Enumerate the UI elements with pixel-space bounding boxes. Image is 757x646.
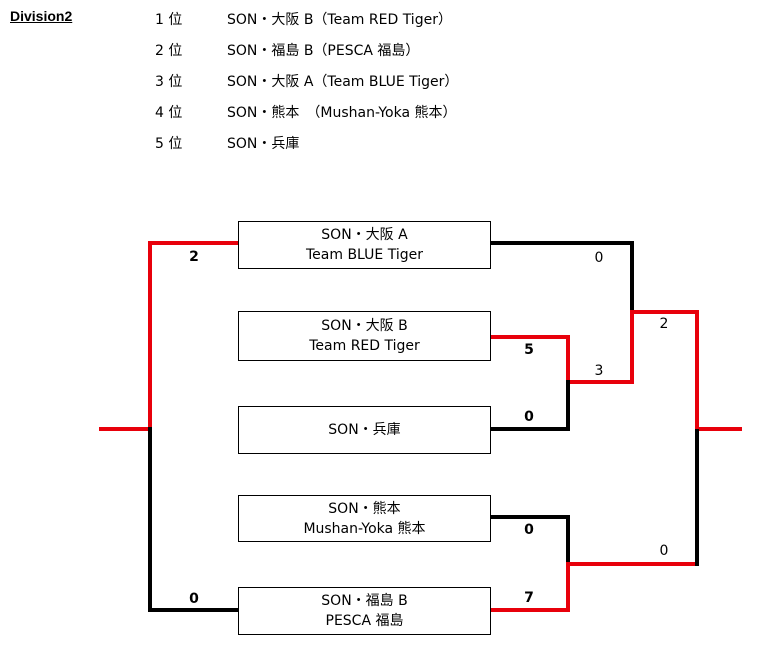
score-kumamoto-r1: 0	[524, 522, 534, 538]
rank-team: SON・大阪 A（Team BLUE Tiger）	[227, 74, 459, 90]
team-box-osaka-b: SON・大阪 B Team RED Tiger	[238, 311, 491, 361]
rank-number: 2 位	[155, 43, 183, 59]
score-final-osaka-a: 2	[189, 249, 199, 265]
bracket-line-hyogo	[488, 380, 570, 431]
team-name: SON・兵庫	[328, 422, 401, 438]
score-osaka-b-semi: 3	[594, 363, 604, 379]
bracket-line-osaka-a	[488, 241, 634, 314]
team-name: SON・熊本	[328, 500, 401, 517]
team-box-kumamoto: SON・熊本 Mushan-Yoka 熊本	[238, 495, 491, 542]
team-name: SON・福島 B	[321, 593, 408, 609]
score-semi-right-fukushima: 0	[659, 543, 669, 559]
bracket-line-kumamoto	[488, 515, 570, 566]
rank-team: SON・熊本 （Mushan-Yoka 熊本）	[227, 105, 457, 121]
score-osaka-b-r1: 5	[524, 342, 534, 358]
score-osaka-a-semi: 0	[594, 250, 604, 266]
rank-number: 1 位	[155, 12, 183, 28]
team-box-hyogo: SON・兵庫	[238, 406, 491, 454]
team-subname: PESCA 福島	[325, 613, 404, 629]
bracket-line-osaka-b	[488, 310, 742, 431]
score-fukushima-r1: 7	[524, 590, 534, 606]
team-subname: Mushan-Yoka 熊本	[303, 520, 426, 537]
team-box-osaka-a: SON・大阪 A Team BLUE Tiger	[238, 221, 491, 269]
team-name: SON・大阪 B	[321, 318, 408, 334]
score-final-fukushima: 0	[189, 591, 199, 607]
rank-team: SON・大阪 B（Team RED Tiger）	[227, 12, 452, 28]
division-title: Division2	[10, 8, 73, 24]
score-hyogo-r1: 0	[524, 409, 534, 425]
team-subname: Team BLUE Tiger	[306, 247, 423, 263]
rank-team: SON・兵庫	[227, 136, 300, 152]
bracket-line-final-left-loser	[148, 427, 240, 612]
rank-number: 5 位	[155, 136, 183, 152]
rank-number: 4 位	[155, 105, 183, 121]
score-semi-right-osaka-b: 2	[659, 316, 669, 332]
rank-team: SON・福島 B（PESCA 福島）	[227, 43, 420, 59]
team-name: SON・大阪 A	[321, 227, 408, 243]
team-subname: Team RED Tiger	[309, 338, 420, 354]
bracket-line-fukushima	[488, 562, 699, 612]
team-box-fukushima: SON・福島 B PESCA 福島	[238, 587, 491, 635]
bracket-line-final-left-winner	[99, 241, 240, 431]
rank-number: 3 位	[155, 74, 183, 90]
